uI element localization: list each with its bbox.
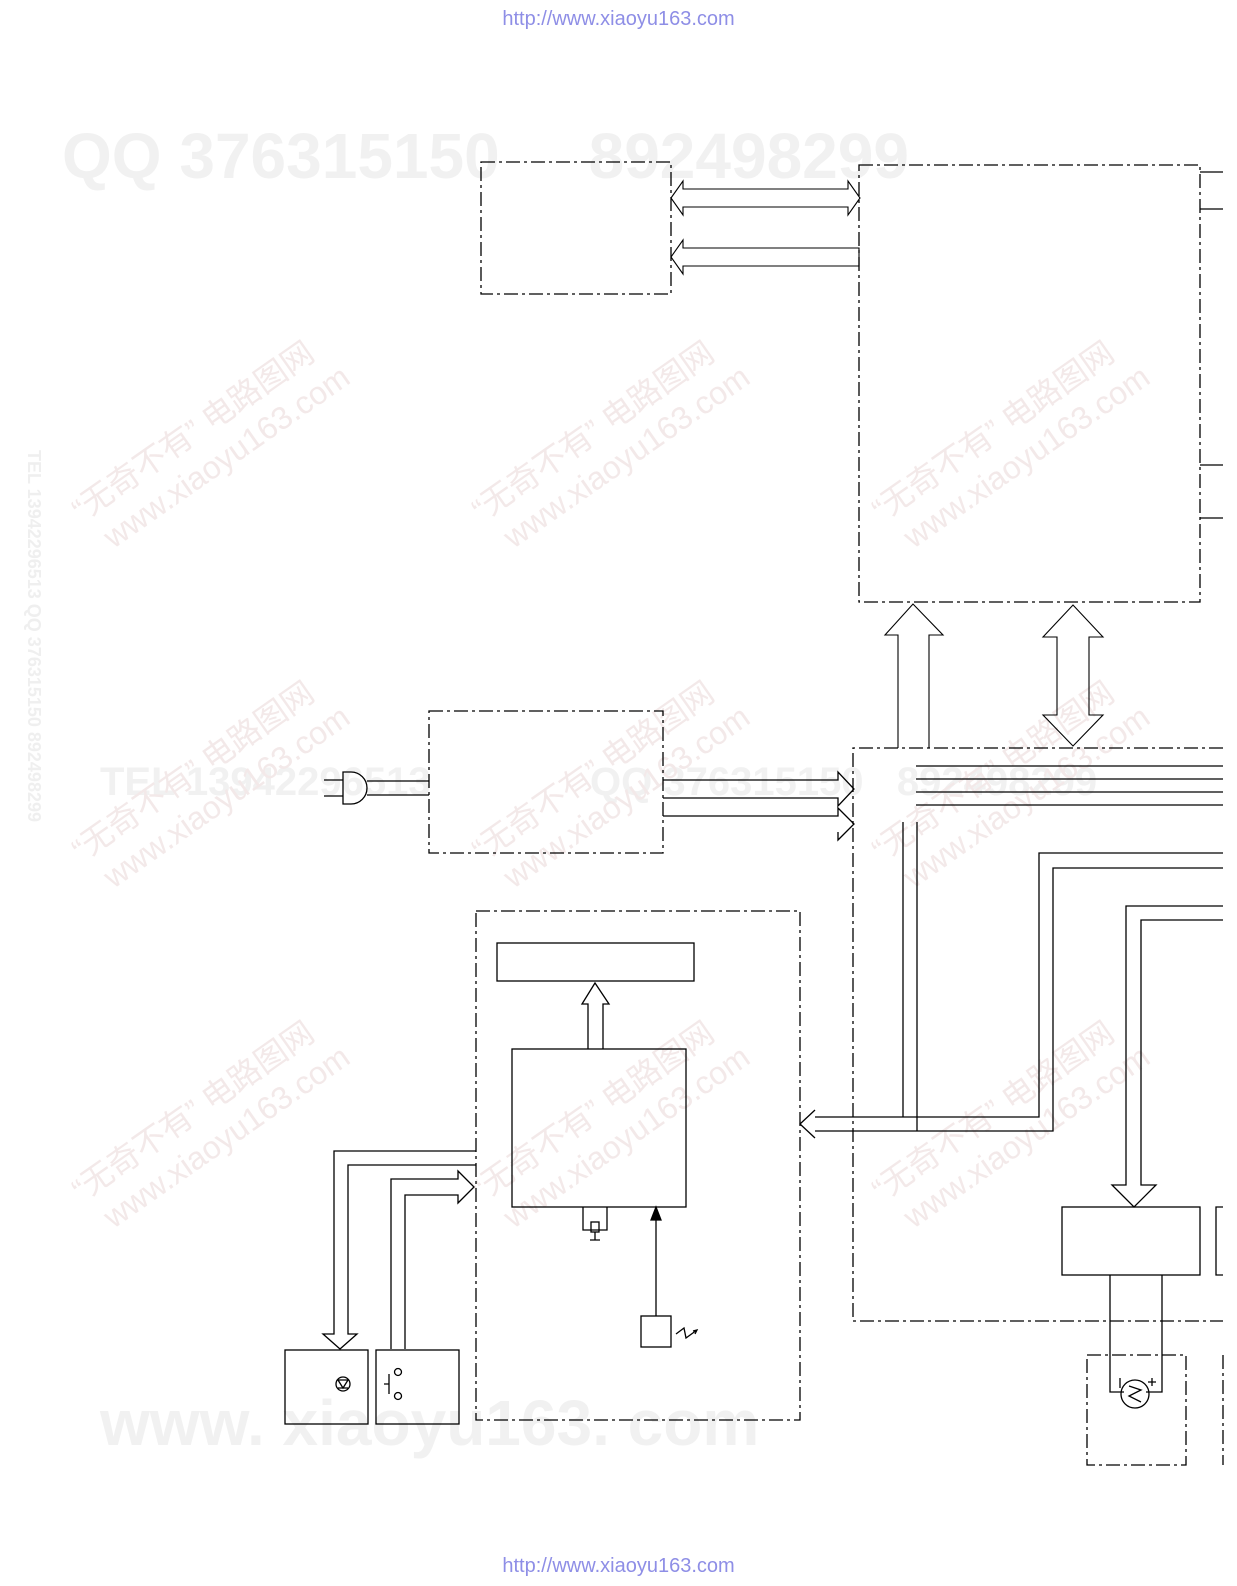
- ir-receiver: [640, 1315, 672, 1348]
- ir-arrow-head: [650, 1205, 662, 1221]
- led-arrow: [321, 1150, 476, 1350]
- bus-stubs-right: [1200, 171, 1223, 519]
- led-icon: [335, 1376, 351, 1392]
- watermark-layer: QQ 376315150 892498299 TEL 13942296513 Q…: [24, 120, 1156, 1459]
- crystal-icon: [582, 1207, 608, 1241]
- block-driver-partial: [1215, 1206, 1223, 1276]
- power-out-arrow-lower: [663, 806, 855, 842]
- ac-plug-icon: [324, 771, 429, 805]
- watermark-side-vertical: TEL 13942296513 QQ 376315150 892498299: [24, 450, 44, 822]
- watermark-site-big: www. xiaoyu163. com: [99, 1387, 759, 1459]
- display-panel: [496, 942, 695, 982]
- block-top-left: [480, 161, 672, 295]
- block-microcontroller: [511, 1048, 687, 1208]
- block-main-board: [852, 747, 1223, 1322]
- motor-icon: [1119, 1378, 1156, 1409]
- watermark-tel-line: TEL 13942296513: [100, 760, 431, 804]
- block-power-input: [428, 710, 664, 854]
- watermark-qq-line: QQ 376315150 892498299: [62, 120, 909, 192]
- signal-line-inner: [815, 867, 1223, 1132]
- block-key-switch: [375, 1349, 460, 1425]
- power-out-arrow-upper: [663, 770, 855, 808]
- block-top-right: [858, 164, 1201, 603]
- ir-wave-icon: [675, 1326, 698, 1340]
- header-url[interactable]: http://www.xiaoyu163.com: [502, 8, 735, 30]
- signal-vertical-a: [902, 822, 918, 1131]
- watermark-mid-line: QQ 376315150 892498299: [590, 760, 1097, 804]
- key-input-arrow: [390, 1169, 475, 1349]
- ir-wave-arrow: [692, 1329, 699, 1335]
- driver-motor-lines: [1109, 1275, 1163, 1393]
- signal-line-outer: [815, 852, 1223, 1118]
- block-led: [284, 1349, 369, 1425]
- bidirectional-bus-arrow: [670, 179, 861, 217]
- main-bus-lines: [916, 765, 1223, 806]
- return-bus-arrow: [670, 238, 860, 276]
- block-driver: [1061, 1206, 1201, 1276]
- arrow-into-remote-block: [799, 1109, 816, 1139]
- up-bus-arrow: [883, 603, 945, 748]
- footer-url[interactable]: http://www.xiaoyu163.com: [502, 1555, 735, 1577]
- arrow-up-to-display: [580, 981, 611, 1049]
- updown-bus-arrow: [1041, 604, 1105, 747]
- key-switch-icon: [384, 1367, 403, 1401]
- block-motor: [1086, 1354, 1187, 1466]
